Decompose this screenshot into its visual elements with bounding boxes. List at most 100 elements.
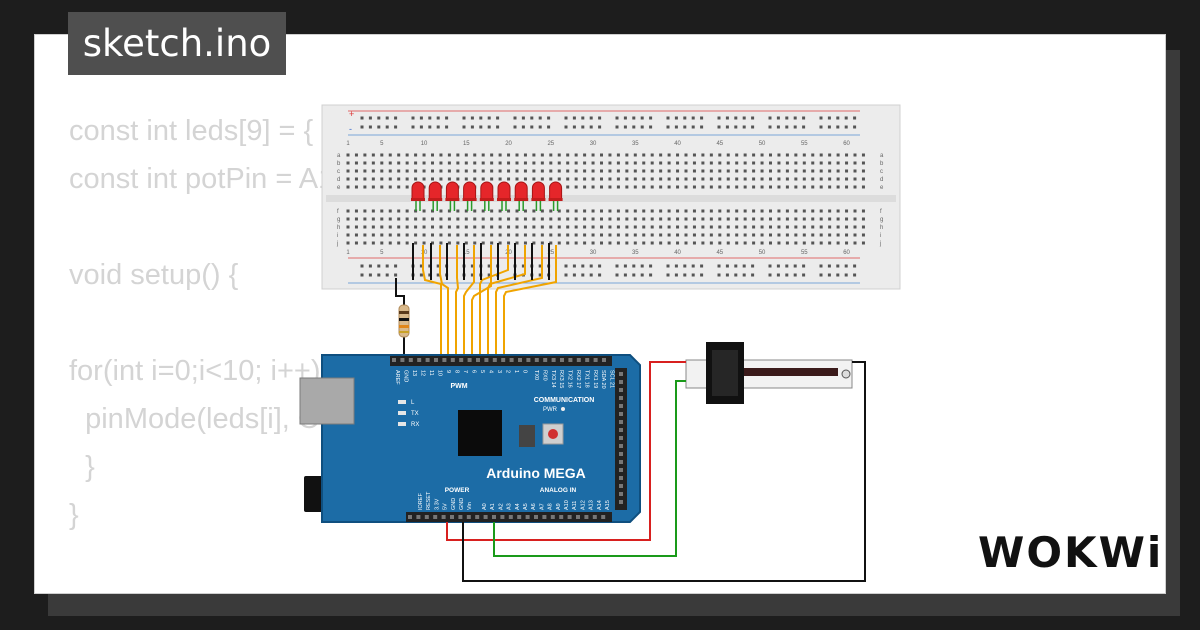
row-label: j [879,241,881,247]
led[interactable] [514,181,529,211]
analog-pin-label: A13 [589,500,595,510]
led[interactable] [548,181,563,211]
digital-pin-label: 11 [428,370,434,376]
led[interactable] [445,181,460,211]
digital-pin-label: 0 [522,370,528,373]
column-label: 30 [590,250,597,256]
digital-pin-label: 8 [454,370,460,373]
rail-minus-label: - [349,124,352,134]
slide-potentiometer[interactable] [685,342,853,404]
pot-knob-face [712,350,738,396]
signal-wires [422,245,557,358]
row-label: e [337,185,341,191]
code-line: const int leds[9] = { [69,115,314,147]
row-label: j [336,241,338,247]
digital-pin-label: 7 [462,370,468,373]
file-tab[interactable]: sketch.ino [68,12,286,75]
led[interactable] [428,181,443,211]
column-label: 45 [716,250,723,256]
column-label: 30 [590,141,597,147]
pot-screw [841,369,851,379]
column-label: 5 [380,141,384,147]
column-label: 50 [759,250,766,256]
row-label: f [337,209,339,215]
row-label: f [880,209,882,215]
led[interactable] [462,181,477,211]
breadboard[interactable]: + - 115510101515202025253030353540404545… [321,104,901,290]
analog-pin-label: A6 [531,503,537,510]
analog-pin-label: A4 [515,503,521,510]
row-label: i [880,233,881,239]
column-label: 60 [843,250,850,256]
column-label: 55 [801,250,808,256]
power-pin-label: 5V [443,503,449,510]
communication-label: COMMUNICATION [534,397,595,404]
analog-pin-label: A8 [548,503,554,510]
digital-pin-label: AREF [394,370,400,385]
comm-pin-label: RX3 15 [558,370,564,388]
digital-pin-label: 10 [437,370,443,376]
row-label: d [337,177,340,183]
row-label: h [337,225,340,231]
row-label: d [880,177,883,183]
digital-pin-label: 1 [513,370,519,373]
column-label: 35 [632,141,639,147]
code-line: const int potPin = A1; [69,163,343,195]
led[interactable] [497,181,511,211]
analog-in-label: ANALOG IN [540,487,577,494]
digital-pin-label: 3 [496,370,502,373]
icsp-header [519,425,535,447]
rail-plus-label: + [349,109,354,119]
column-label: 55 [801,141,808,147]
analog-pin-label: A12 [580,500,586,510]
digital-pin-label: GND [403,370,409,382]
column-label: 10 [421,141,428,147]
column-label: 25 [547,250,554,256]
digital-pin-label: 6 [471,370,477,373]
comm-pin-label: RX2 17 [575,370,581,388]
power-pin-label: GND [459,498,465,510]
comm-pin-label: TX2 16 [567,370,573,388]
column-label: 40 [674,141,681,147]
analog-pin-label: A0 [482,503,488,510]
resistor[interactable] [395,278,410,358]
pwr-led [561,407,565,411]
comm-pin-label: RX1 19 [592,370,598,388]
analog-pin-label: A7 [539,503,545,510]
pwr-label: PWR [543,407,558,413]
column-label: 45 [716,141,723,147]
comm-pin-label: SCL 21 [609,370,615,388]
led[interactable] [531,181,546,211]
led[interactable] [411,181,425,211]
arduino-mega[interactable]: Arduino MEGA PWM COMMUNICATION POWER ANA… [299,354,641,523]
row-label: b [337,161,341,167]
column-label: 35 [632,250,639,256]
wokwi-logo: WOKWi [978,528,1164,577]
digital-pin-label: 5 [479,370,485,373]
column-label: 50 [759,141,766,147]
pot-wires [446,361,866,582]
analog-pin-label: A15 [605,500,611,510]
analog-pin-label: A14 [597,500,603,510]
column-label: 1 [346,141,350,147]
board-led-label: TX [411,411,419,417]
column-label: 15 [463,141,470,147]
analog-pin-label: A3 [507,503,513,510]
comm-pin-label: TX1 18 [583,370,589,388]
ground-wires [412,243,550,280]
pwm-label: PWM [450,383,467,390]
led[interactable] [479,181,494,211]
row-label: c [880,169,883,175]
power-pin-label: RESET [426,491,432,510]
power-pin-label: IOREF [418,493,424,510]
column-label: 20 [505,141,512,147]
analog-pin-label: A1 [490,503,496,510]
column-label: 40 [674,250,681,256]
usb-port [299,377,355,425]
digital-pin-label: 2 [505,370,511,373]
led-array [411,181,563,211]
